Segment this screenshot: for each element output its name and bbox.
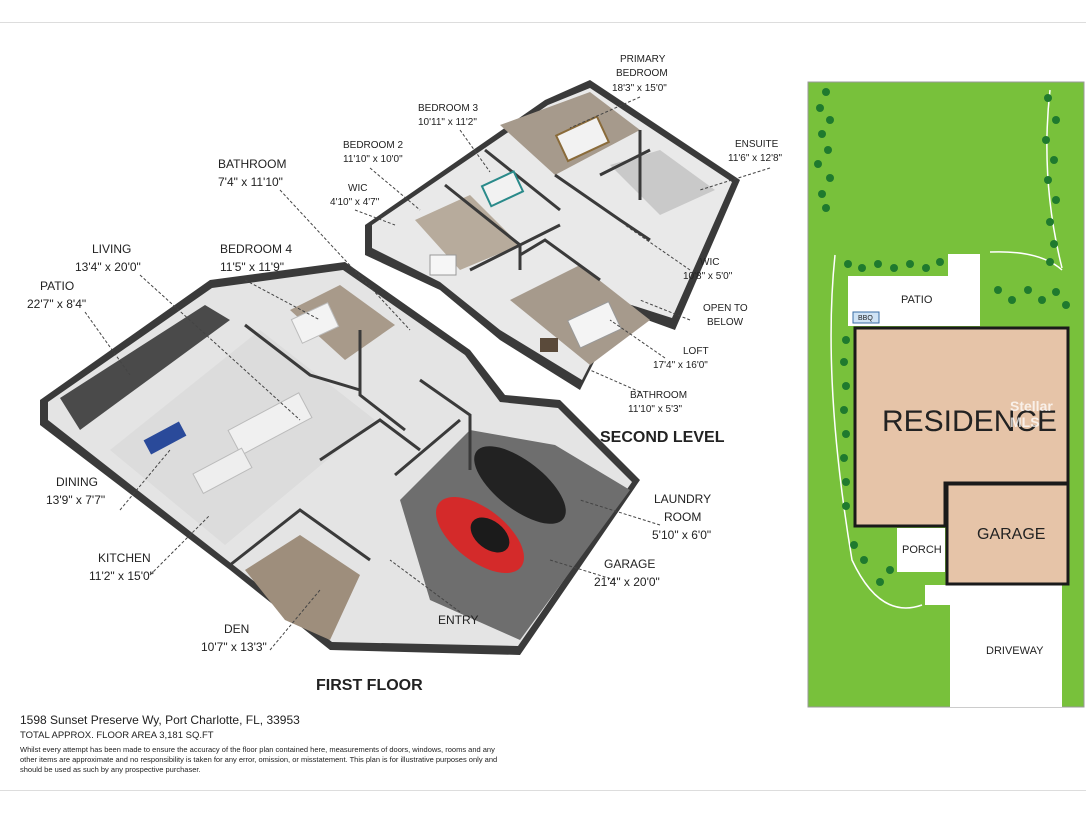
ensuite-dims: 11'6" x 12'8" — [728, 153, 783, 164]
leader-lines — [84, 96, 771, 651]
primary-bedroom-label-2: BEDROOM — [616, 68, 668, 79]
watermark: Stellar MLS — [1010, 398, 1053, 430]
patio-dims: 22'7" x 8'4" — [27, 297, 86, 311]
bathroom-upper-dims: 11'10" x 5'3" — [628, 404, 683, 415]
kitchen-dims: 11'2" x 15'0" — [89, 569, 154, 583]
top-divider — [0, 22, 1086, 23]
site-garage-label: GARAGE — [977, 526, 1045, 543]
bedroom-4-dims: 11'5" x 11'9" — [220, 260, 284, 274]
entry-label: ENTRY — [438, 613, 478, 627]
residence-footprint — [853, 326, 1070, 528]
wic-upper-right-dims: 10'8" x 5'0" — [683, 271, 733, 282]
second-level-plan — [365, 80, 740, 390]
floor-plan-illustration: SECOND LEVEL FIRST FLOOR PRIMARY BEDROOM… — [27, 54, 783, 694]
ensuite-label: ENSUITE — [735, 139, 779, 150]
garage-label: GARAGE — [604, 557, 655, 571]
site-porch-label: PORCH — [902, 544, 942, 556]
property-address: 1598 Sunset Preserve Wy, Port Charlotte,… — [20, 713, 300, 727]
loft-label: LOFT — [683, 346, 709, 357]
site-residence-label: RESIDENCE — [882, 405, 1057, 438]
bbq-box — [852, 311, 880, 324]
living-dims: 13'4" x 20'0" — [75, 260, 141, 274]
site-bbq-label: BBQ — [858, 315, 873, 322]
open-to-below-label-1: OPEN TO — [703, 303, 748, 314]
second-level-title: SECOND LEVEL — [600, 429, 725, 446]
trees — [814, 88, 1070, 586]
garage-dims: 21'4" x 20'0" — [594, 575, 660, 589]
footer: 1598 Sunset Preserve Wy, Port Charlotte,… — [20, 713, 540, 775]
laundry-room-label-1: LAUNDRY — [654, 492, 711, 506]
den-label: DEN — [224, 622, 249, 636]
living-label: LIVING — [92, 242, 131, 256]
first-floor-plan — [40, 262, 640, 655]
primary-bedroom-dims: 18'3" x 15'0" — [612, 83, 667, 94]
den-dims: 10'7" x 13'3" — [201, 640, 267, 654]
wic-upper-left-label: WIC — [348, 183, 367, 194]
bottom-divider — [0, 790, 1086, 791]
laundry-room-label-2: ROOM — [664, 510, 701, 524]
loft-dims: 17'4" x 16'0" — [653, 360, 708, 371]
disclaimer-text: Whilst every attempt has been made to en… — [20, 745, 498, 774]
bedroom-3-dims: 10'11" x 11'2" — [418, 117, 477, 128]
wic-upper-left-dims: 4'10" x 4'7" — [330, 197, 380, 208]
dining-dims: 13'9" x 7'7" — [46, 493, 105, 507]
porch-area — [897, 528, 945, 572]
open-to-below-label-2: BELOW — [707, 317, 744, 328]
site-plan: PATIO BBQ RESIDENCE GARAGE PORCH DRIVEWA… — [807, 81, 1085, 708]
dining-label: DINING — [56, 475, 98, 489]
total-floor-area: TOTAL APPROX. FLOOR AREA 3,181 SQ.FT — [20, 730, 214, 741]
first-floor-title: FIRST FLOOR — [316, 677, 423, 694]
site-patio-label: PATIO — [901, 294, 933, 306]
bathroom-upper-label: BATHROOM — [630, 390, 687, 401]
primary-bedroom-label-1: PRIMARY — [620, 54, 666, 65]
patio-label: PATIO — [40, 279, 74, 293]
bathroom-lower-label: BATHROOM — [218, 157, 286, 171]
bedroom-4-label: BEDROOM 4 — [220, 242, 292, 256]
site-driveway-label: DRIVEWAY — [986, 645, 1044, 657]
bathroom-lower-dims: 7'4" x 11'10" — [218, 175, 283, 189]
wic-upper-right-label: WIC — [700, 257, 719, 268]
bedroom-3-label: BEDROOM 3 — [418, 103, 478, 114]
bedroom-2-label: BEDROOM 2 — [343, 140, 403, 151]
driveway-area — [925, 585, 1062, 707]
kitchen-label: KITCHEN — [98, 551, 151, 565]
laundry-room-dims: 5'10" x 6'0" — [652, 528, 711, 542]
bedroom-2-dims: 11'10" x 10'0" — [343, 154, 403, 165]
garage-footprint — [945, 482, 1070, 586]
